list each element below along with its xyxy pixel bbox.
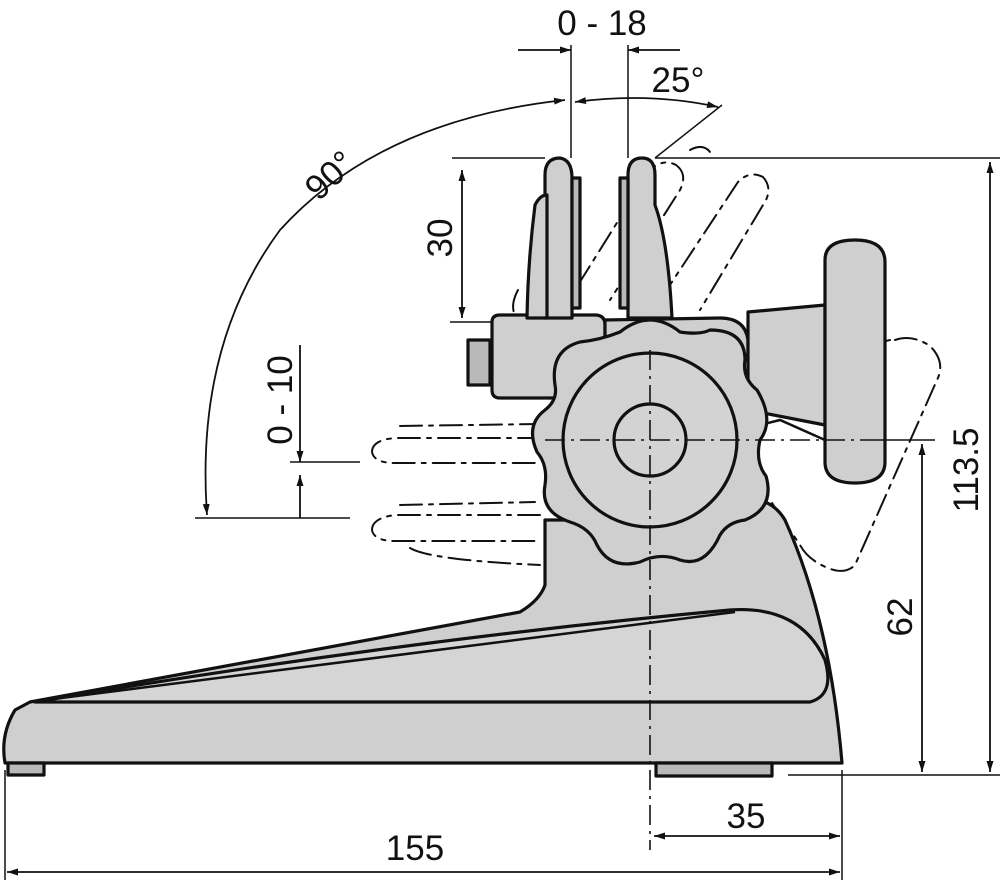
stand-base — [2, 497, 844, 778]
rubber-foot-right — [654, 761, 774, 778]
dimension-annotations: 0 - 18 25° 90° 30 0 - 10 113.5 62 35 — [4, 4, 1000, 880]
dim-foot-offset: 35 — [727, 797, 766, 836]
dim-swing-angle: 90° — [298, 143, 363, 208]
center-lines — [545, 350, 870, 850]
clamp-screw — [466, 338, 492, 387]
dim-tilt-angle: 25° — [652, 61, 705, 100]
dim-total-height: 113.5 — [947, 428, 986, 513]
dim-height-adjust: 0 - 10 — [261, 355, 300, 445]
dim-jaw-height: 30 — [421, 219, 460, 258]
rubber-foot-left — [6, 761, 46, 777]
adjustment-knob — [739, 238, 887, 485]
dim-pivot-height: 62 — [881, 598, 920, 637]
dim-jaw-opening: 0 - 18 — [557, 4, 647, 43]
jaw-left — [543, 156, 574, 320]
anvil-jaws — [525, 156, 674, 320]
dim-base-length: 155 — [386, 829, 444, 868]
jaw-right — [626, 156, 674, 320]
